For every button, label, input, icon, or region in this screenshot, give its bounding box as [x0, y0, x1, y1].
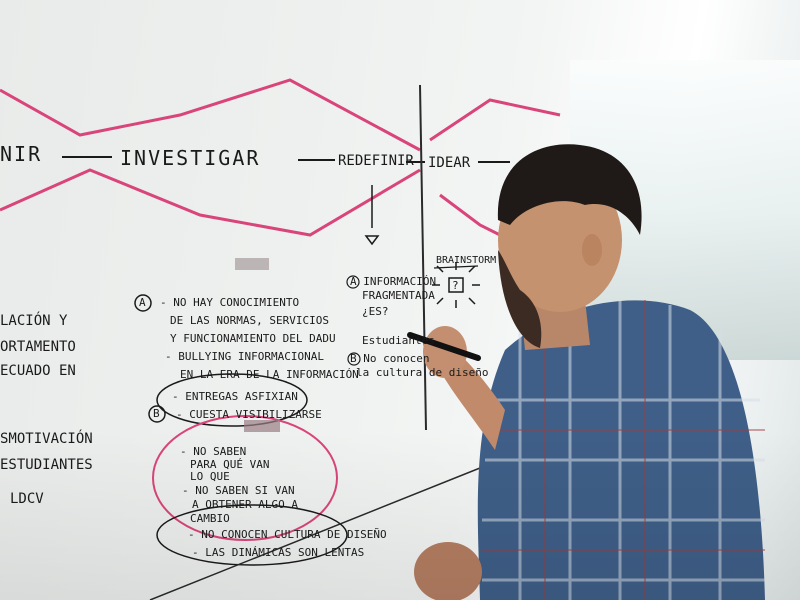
red-diamond-lower-line	[0, 168, 421, 237]
section-b-line-5: LO QUE	[190, 470, 230, 483]
section-a-marker: A	[139, 296, 146, 309]
redefinir-marker-a-circle	[346, 275, 360, 289]
section-b-line-2: - CUESTA VISIBILIZARSE	[176, 408, 322, 421]
redefinir-note-5: B No conocen	[350, 352, 430, 365]
section-a-line-4: - BULLYING INFORMACIONAL	[165, 350, 324, 363]
process-step-1: NIR	[0, 142, 43, 166]
left-note-2: ORTAMENTO	[0, 339, 76, 355]
tape-mark-1	[235, 258, 269, 270]
section-a-line-3: Y FUNCIONAMIENTO DEL DADU	[170, 332, 336, 345]
brainstorm-underline	[433, 265, 479, 269]
tape-mark-2	[244, 420, 280, 432]
red-diamond-idear-upper	[429, 98, 561, 142]
section-a-line-1: - NO HAY CONOCIMIENTO	[160, 296, 300, 309]
redefinir-marker-b-circle	[347, 352, 361, 366]
lower-hand	[414, 542, 482, 600]
left-note-3: ECUADO EN	[0, 363, 76, 379]
beard	[498, 250, 542, 348]
section-b-marker: B	[153, 407, 160, 420]
process-step-2: INVESTIGAR	[120, 146, 261, 170]
redefinir-note-3: ¿ES?	[362, 305, 389, 318]
section-b-line-6: - NO SABEN SI VAN	[182, 484, 295, 497]
red-diamond-upper-line	[0, 78, 421, 152]
redefinir-note-2: FRAGMENTADA	[362, 289, 435, 302]
section-b-line-3: - NO SABEN	[180, 445, 247, 458]
ellipse-dinamicas	[156, 504, 348, 566]
section-b-line-8: CAMBIO	[190, 512, 230, 525]
section-b-line-1: - ENTREGAS ASFIXIAN	[172, 390, 298, 403]
left-note-5: ESTUDIANTES	[0, 457, 93, 473]
brainstorm-burst-icon	[432, 262, 480, 308]
left-note-1: LACIÓN Y	[0, 313, 68, 329]
section-b-line-9: - NO CONOCEN CULTURA DE DISEÑO	[188, 528, 387, 541]
hair	[497, 144, 642, 235]
process-step-3: REDEFINIR	[338, 153, 414, 169]
redefinir-note-6: la cultura de diseño	[356, 366, 489, 379]
person-writing	[407, 144, 765, 600]
marker-a-circle	[134, 294, 152, 312]
board-lower-edge	[149, 459, 501, 600]
left-note-6: LDCV	[10, 491, 44, 507]
section-a-line-5: EN LA ERA DE LA INFORMACIÓN	[180, 368, 359, 381]
section-b-line-7: A OBTENER ALGO A	[192, 498, 298, 511]
ear	[582, 234, 602, 266]
floor-shadow	[0, 430, 800, 600]
idear-symbol: ?	[452, 279, 459, 292]
redefinir-note-4: Estudiantes	[362, 334, 435, 347]
idear-label: BRAINSTORM	[436, 255, 497, 266]
section-a-line-2: DE LAS NORMAS, SERVICIOS	[170, 314, 329, 327]
process-step-4: IDEAR	[428, 155, 471, 171]
divider-line	[419, 84, 427, 431]
redefinir-note-1: A INFORMACIÓN	[350, 275, 437, 288]
writing-hand	[423, 326, 467, 378]
marker-b-circle	[148, 405, 166, 423]
section-b-line-10: - LAS DINÁMICAS SON LENTAS	[192, 546, 365, 559]
triangle-arrow-icon	[364, 235, 380, 246]
marker-pen	[407, 332, 481, 361]
section-b-line-4: PARA QUÉ VAN	[190, 458, 270, 471]
red-diamond-idear-lower	[439, 193, 501, 237]
ellipse-no-saben	[152, 415, 338, 541]
left-note-4: SMOTIVACIÓN	[0, 431, 93, 447]
ellipse-entregas	[156, 373, 308, 427]
